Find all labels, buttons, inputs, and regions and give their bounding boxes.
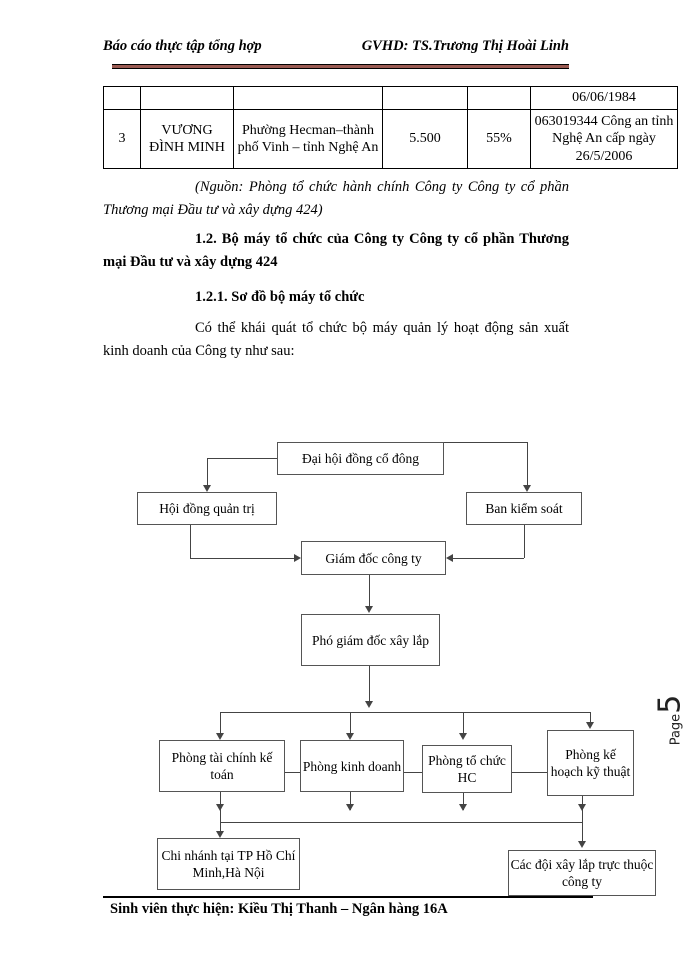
header-left-title: Báo cáo thực tập tổng hợp: [103, 38, 262, 54]
arrowhead-business: [346, 733, 354, 740]
footer-text: Sinh viên thực hiện: Kiều Thị Thanh – Ng…: [110, 901, 448, 917]
connector-business-down: [350, 792, 351, 810]
intro-paragraph-text: Có thể khái quát tổ chức bộ máy quản lý …: [103, 320, 569, 360]
connector-finance-business: [285, 772, 300, 773]
chart-node-hr: Phòng tổ chức HC: [422, 745, 512, 793]
footer-divider: [103, 896, 593, 898]
cell-id-info: 063019344 Công an tỉnh Nghệ An cấp ngày …: [530, 109, 678, 169]
connector-department-bar: [220, 712, 590, 713]
chart-node-hr-label: Phòng tổ chức HC: [428, 753, 506, 785]
arrowhead-director-left: [294, 554, 301, 562]
shareholder-table: 06/06/1984 3 VƯƠNG ĐÌNH MINH Phường Hecm…: [103, 86, 678, 169]
arrowhead-director-right: [446, 554, 453, 562]
chart-node-deputy: Phó giám đốc xây lắp: [301, 614, 440, 666]
connector-board-down: [190, 525, 191, 558]
chart-node-planning-label: Phòng kế hoạch kỹ thuật: [550, 747, 631, 779]
arrowhead-deputy: [365, 606, 373, 613]
connector-drop-finance: [220, 712, 221, 736]
chart-node-teams-label: Các đội xây lắp trực thuộc công ty: [510, 857, 654, 889]
chart-node-business-label: Phòng kinh doanh: [302, 758, 402, 774]
connector-supervisory-down: [524, 525, 525, 558]
chart-node-supervisory-label: Ban kiểm soát: [485, 501, 563, 516]
header-right-advisor: GVHD: TS.Trương Thị Hoài Linh: [361, 38, 569, 54]
cell-no: 3: [103, 109, 141, 169]
connector-board-to-director-h: [190, 558, 294, 559]
connector-drop-planning: [590, 712, 591, 724]
chart-node-director: Giám đốc công ty: [301, 541, 446, 575]
arrowhead-teams: [578, 841, 586, 848]
chart-node-board: Hội đồng quản trị: [137, 492, 277, 525]
running-header: Báo cáo thực tập tổng hợp GVHD: TS.Trươn…: [103, 38, 569, 55]
chart-node-finance-label: Phòng tài chính kế toán: [171, 750, 273, 782]
section-heading-1-2-1: 1.2.1. Sơ đồ bộ máy tổ chức: [103, 286, 569, 309]
cell-empty-address: [233, 86, 383, 110]
cell-percent: 55%: [467, 109, 531, 169]
arrowhead-planning-down: [578, 804, 586, 811]
connector-hr-planning: [512, 772, 547, 773]
cell-amount: 5.500: [382, 109, 468, 169]
table-row: 06/06/1984: [103, 86, 678, 110]
connector-drop-business: [350, 712, 351, 736]
arrowhead-finance-down: [216, 804, 224, 811]
connector-shareholders-left-h: [207, 458, 277, 459]
intro-paragraph: Có thể khái quát tổ chức bộ máy quản lý …: [103, 317, 569, 364]
connector-business-hr: [404, 772, 422, 773]
chart-node-planning: Phòng kế hoạch kỹ thuật: [547, 730, 634, 796]
table-row: 3 VƯƠNG ĐÌNH MINH Phường Hecman–thành ph…: [103, 109, 678, 169]
connector-shareholders-right-h: [444, 442, 527, 443]
chart-node-supervisory: Ban kiểm soát: [466, 492, 582, 525]
chart-node-shareholders: Đại hội đồng cổ đông: [277, 442, 444, 475]
cell-empty-amount: [382, 86, 468, 110]
chart-node-business: Phòng kinh doanh: [300, 740, 404, 792]
chart-node-branches: Chi nhánh tại TP Hồ Chí Minh,Hà Nội: [157, 838, 300, 890]
cell-empty-name: [140, 86, 234, 110]
source-note: (Nguồn: Phòng tổ chức hành chính Công ty…: [103, 176, 569, 223]
connector-supervisory-to-director-h: [453, 558, 524, 559]
arrowhead-hr-down: [459, 804, 467, 811]
section-heading-1-2-1-text: 1.2.1. Sơ đồ bộ máy tổ chức: [195, 289, 365, 305]
connector-hr-down: [463, 793, 464, 810]
source-note-text: (Nguồn: Phòng tổ chức hành chính Công ty…: [103, 179, 569, 219]
connector-drop-teams: [582, 822, 583, 844]
connector-deputy-down: [369, 666, 370, 706]
arrowhead-supervisory: [523, 485, 531, 492]
org-chart: Đại hội đồng cổ đông Hội đồng quản trị B…: [0, 420, 700, 900]
cell-empty-no: [103, 86, 141, 110]
arrowhead-planning: [586, 722, 594, 729]
cell-address: Phường Hecman–thành phố Vinh – tỉnh Nghệ…: [233, 109, 383, 169]
arrowhead-hr: [459, 733, 467, 740]
cell-empty-percent: [467, 86, 531, 110]
header-divider: [112, 64, 569, 69]
chart-node-shareholders-label: Đại hội đồng cổ đông: [302, 451, 419, 466]
arrowhead-distribution: [365, 701, 373, 708]
arrowhead-business-down: [346, 804, 354, 811]
cell-name: VƯƠNG ĐÌNH MINH: [140, 109, 234, 169]
section-heading-1-2-text: 1.2. Bộ máy tổ chức của Công ty Công ty …: [103, 231, 569, 271]
chart-node-finance: Phòng tài chính kế toán: [159, 740, 285, 792]
chart-node-director-label: Giám đốc công ty: [325, 550, 422, 566]
chart-node-branches-label: Chi nhánh tại TP Hồ Chí Minh,Hà Nội: [161, 848, 296, 880]
connector-bottom-bar: [220, 822, 582, 823]
chart-node-deputy-label: Phó giám đốc xây lắp: [312, 632, 429, 648]
chart-node-board-label: Hội đồng quản trị: [159, 501, 255, 516]
arrowhead-branches: [216, 831, 224, 838]
section-heading-1-2: 1.2. Bộ máy tổ chức của Công ty Công ty …: [103, 228, 569, 275]
cell-birthdate: 06/06/1984: [530, 86, 678, 110]
connector-director-to-deputy: [369, 575, 370, 607]
connector-drop-branches: [220, 822, 221, 834]
arrowhead-board: [203, 485, 211, 492]
connector-shareholders-left-v: [207, 458, 208, 486]
connector-drop-hr: [463, 712, 464, 736]
chart-node-teams: Các đội xây lắp trực thuộc công ty: [508, 850, 656, 896]
arrowhead-finance: [216, 733, 224, 740]
connector-shareholders-right-v: [527, 442, 528, 486]
